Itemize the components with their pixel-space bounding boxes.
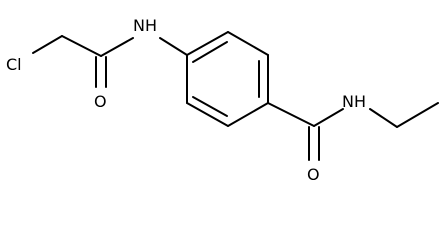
atom-chlorine: Cl <box>6 55 22 74</box>
bond-ring-carbonyl <box>267 102 315 127</box>
atom-o-right: O <box>307 165 320 184</box>
bond-carbonyl-nh-right <box>313 108 344 127</box>
ring-bond-1-inner <box>192 41 228 63</box>
bond-ethyl <box>396 102 439 128</box>
atom-nh-left: NH <box>133 16 157 35</box>
bond-carbonyl-nh-left <box>100 37 134 57</box>
chemical-structure: Cl NH O NH O <box>6 16 439 184</box>
atom-o-left: O <box>94 92 107 111</box>
ring-bond-1 <box>186 31 229 56</box>
ring-bond-2 <box>227 31 269 56</box>
ring-bond-4 <box>227 102 269 127</box>
bond-nh-ethyl <box>369 108 398 128</box>
ring-bond-5 <box>186 102 229 127</box>
ring-bond-5-inner <box>192 96 228 117</box>
bonds <box>32 31 439 161</box>
bond-cl-ch2 <box>32 35 63 54</box>
bond-nh-ring <box>159 37 188 56</box>
bond-ch2-carbonyl <box>61 35 102 57</box>
atom-nh-right: NH <box>342 92 366 111</box>
atom-labels: Cl NH O NH O <box>6 16 366 184</box>
